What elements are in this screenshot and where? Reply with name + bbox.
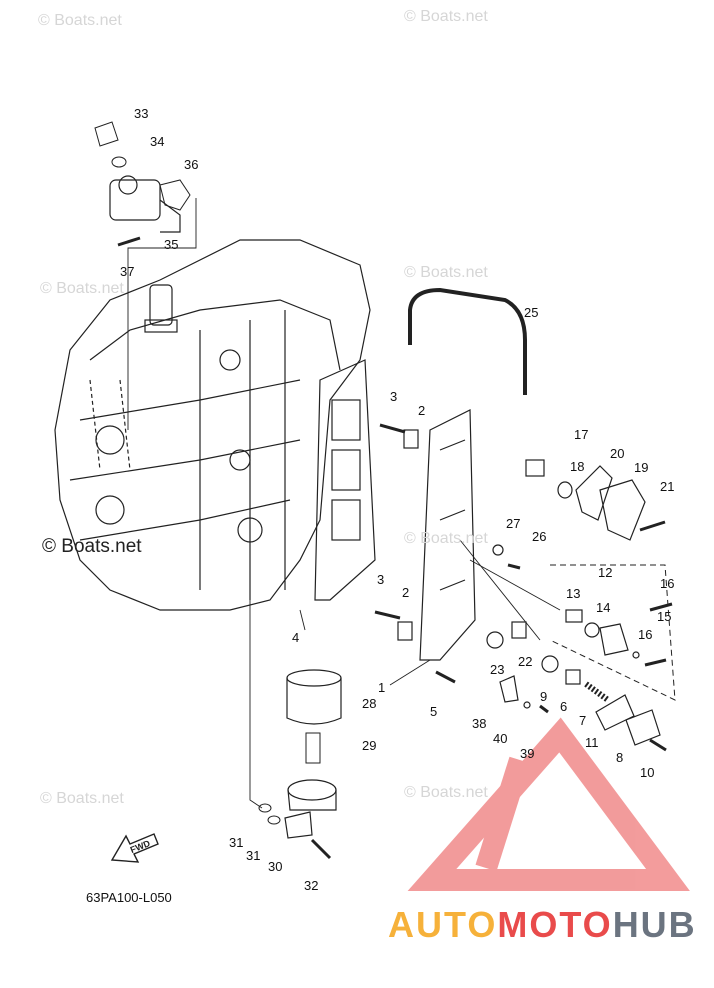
callout-3a: 3 bbox=[390, 389, 398, 404]
stud-29 bbox=[305, 732, 321, 764]
callout-27: 27 bbox=[506, 516, 521, 531]
callout-40: 40 bbox=[493, 731, 508, 746]
callout-37: 37 bbox=[120, 264, 135, 279]
plug-33 bbox=[94, 121, 119, 147]
callout-26: 26 bbox=[532, 529, 547, 544]
callout-36: 36 bbox=[184, 157, 199, 172]
bolt-32 bbox=[310, 838, 332, 860]
callout-28: 28 bbox=[362, 696, 377, 711]
gasket-4 bbox=[314, 359, 376, 601]
engine-block bbox=[54, 239, 371, 611]
brand-part-3: HUB bbox=[612, 904, 697, 945]
o-ring-31a bbox=[258, 803, 272, 813]
callout-9: 8 bbox=[616, 750, 624, 765]
thermostat-housing-35 bbox=[109, 175, 181, 233]
callout-31b: 31 bbox=[246, 848, 261, 863]
watermark: © Boats.net bbox=[40, 280, 124, 297]
hose-25 bbox=[408, 287, 527, 395]
callout-12: 12 bbox=[598, 565, 613, 580]
brand-part-2: MOTO bbox=[497, 904, 613, 945]
bolt-37 bbox=[117, 236, 141, 247]
callout-4: 4 bbox=[292, 630, 300, 645]
watermark: © Boats.net bbox=[38, 12, 122, 29]
callout-38: 38 bbox=[472, 716, 487, 731]
callout-35: 35 bbox=[164, 237, 179, 252]
group-box-12 bbox=[549, 564, 676, 701]
callout-14: 14 bbox=[596, 600, 611, 615]
callout-16: 16 bbox=[638, 627, 653, 642]
callout-24: 23 bbox=[490, 662, 505, 677]
callout-23: 22 bbox=[518, 654, 533, 669]
callout-2b: 2 bbox=[402, 585, 410, 600]
callout-33: 33 bbox=[134, 106, 149, 121]
callout-11: 10 bbox=[640, 765, 655, 780]
watermark: © Boats.net bbox=[404, 264, 488, 281]
callout-20: 19 bbox=[634, 460, 649, 475]
callout-25: 25 bbox=[524, 305, 539, 320]
callout-15: 15 bbox=[657, 609, 672, 624]
leader-lines bbox=[127, 198, 561, 809]
watermark: © Boats.net bbox=[42, 536, 142, 557]
callout-1: 1 bbox=[378, 680, 386, 695]
oil-filter-28 bbox=[286, 669, 342, 725]
callout-18: 17 bbox=[574, 427, 589, 442]
cover-plate-1 bbox=[419, 409, 476, 661]
fwd-arrow-icon: FWD bbox=[110, 833, 159, 863]
callout-39: 39 bbox=[520, 746, 535, 761]
watermark: © Boats.net bbox=[404, 784, 488, 801]
gasket-36 bbox=[159, 179, 191, 211]
callout-17: 16 bbox=[660, 576, 675, 591]
callout-10: 11 bbox=[585, 735, 599, 750]
callout-3b: 3 bbox=[377, 572, 385, 587]
callout-5: 5 bbox=[430, 704, 438, 719]
callout-32: 32 bbox=[304, 878, 319, 893]
callout-8: 9 bbox=[540, 689, 548, 704]
filter-bracket bbox=[284, 779, 337, 839]
o-ring-34 bbox=[111, 156, 127, 168]
callout-34: 34 bbox=[150, 134, 165, 149]
callout-29: 29 bbox=[362, 738, 377, 753]
diagram-code: 63PA100-L050 bbox=[86, 890, 172, 905]
brand-logo-text: AUTOMOTOHUB bbox=[388, 904, 697, 946]
callout-7: 7 bbox=[579, 713, 587, 728]
o-ring-31b bbox=[267, 815, 281, 825]
watermark: © Boats.net bbox=[404, 530, 488, 547]
brand-part-1: AUTO bbox=[388, 904, 498, 945]
callout-13: 13 bbox=[566, 586, 581, 601]
watermark: © Boats.net bbox=[404, 8, 488, 25]
callout-30: 30 bbox=[268, 859, 283, 874]
watermark: © Boats.net bbox=[40, 790, 124, 807]
fwd-label: FWD bbox=[129, 838, 152, 855]
callout-19: 18 bbox=[570, 459, 585, 474]
callout-31a: 31 bbox=[229, 835, 244, 850]
callout-21: 20 bbox=[610, 446, 625, 461]
callout-22: 21 bbox=[660, 479, 675, 494]
right-parts bbox=[374, 423, 673, 752]
callout-2a: 2 bbox=[418, 403, 426, 418]
automotohub-logo bbox=[407, 717, 690, 891]
callout-6: 6 bbox=[560, 699, 568, 714]
